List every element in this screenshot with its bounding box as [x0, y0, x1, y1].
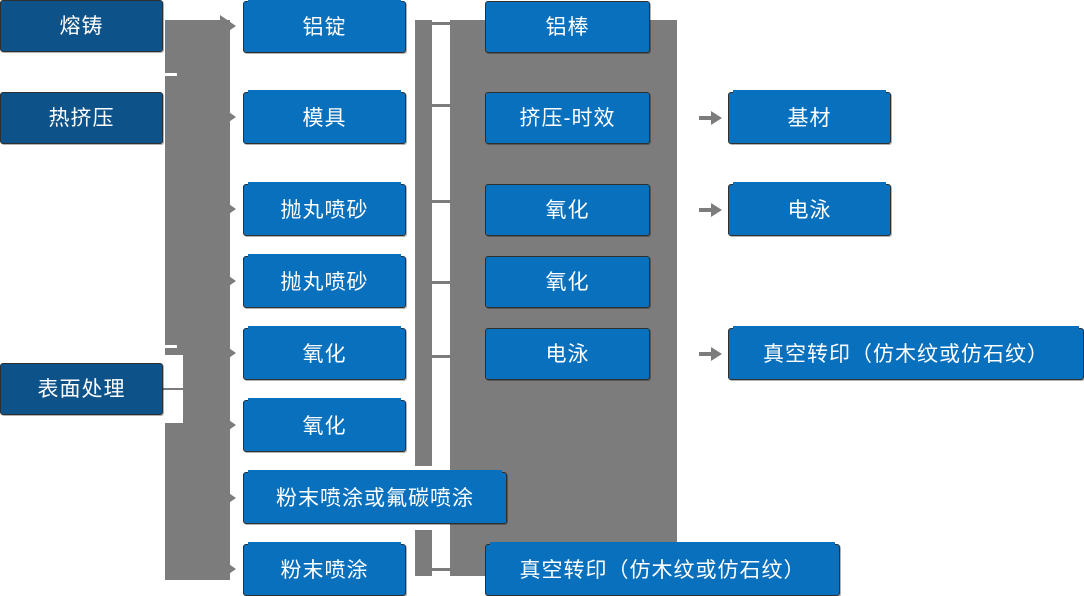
- arrow-to-c2-3: [220, 198, 236, 220]
- process-box-oxidation-c3-2[interactable]: 氧化: [485, 256, 650, 308]
- stub-connector-2: [432, 104, 451, 107]
- ribbon-collector-bar: [415, 20, 432, 576]
- ribbon-gap-b: [165, 345, 177, 348]
- stage-box-melting[interactable]: 熔铸: [0, 0, 163, 52]
- process-box-vacuum-transfer-printing-c4[interactable]: 真空转印（仿木纹或仿石纹）: [728, 326, 1084, 380]
- arrow-to-c4-2: [711, 203, 722, 217]
- process-label: 粉末喷涂: [280, 558, 369, 582]
- process-label: 铝锭: [302, 15, 347, 39]
- process-label: 氧化: [545, 270, 590, 294]
- process-box-shot-blasting-2[interactable]: 抛丸喷砂: [243, 254, 406, 308]
- process-label: 基材: [787, 106, 832, 130]
- stub-connector-1: [432, 22, 451, 25]
- process-box-electrophoresis-c4[interactable]: 电泳: [728, 182, 891, 236]
- connector-stage1-notch: [76, 52, 78, 80]
- process-box-oxidation-c3-1[interactable]: 氧化: [485, 184, 650, 236]
- process-box-aluminium-bar[interactable]: 铝棒: [485, 1, 650, 53]
- stage-box-surface-treatment[interactable]: 表面处理: [0, 363, 163, 415]
- process-box-powder-or-fluorocarbon-coating[interactable]: 粉末喷涂或氟碳喷涂: [243, 470, 507, 524]
- collector-gap-1: [415, 466, 432, 472]
- arrow-shaft-to-c4-2: [699, 208, 713, 212]
- process-box-vacuum-transfer-printing-c3[interactable]: 真空转印（仿木纹或仿石纹）: [485, 542, 840, 596]
- process-label: 铝棒: [545, 15, 590, 39]
- stub-connector-6: [432, 568, 451, 571]
- arrow-to-c2-4: [220, 270, 236, 292]
- process-label: 氧化: [545, 198, 590, 222]
- arrow-to-c2-7: [220, 487, 236, 509]
- process-label: 电泳: [787, 198, 832, 222]
- arrow-shaft-to-c4-3: [699, 352, 713, 356]
- connector-stage3-line: [163, 388, 185, 390]
- process-label: 抛丸喷砂: [280, 270, 369, 294]
- process-label: 真空转印（仿木纹或仿石纹）: [763, 342, 1049, 366]
- process-label: 电泳: [545, 342, 590, 366]
- process-box-base-material[interactable]: 基材: [728, 90, 891, 144]
- ribbon-left-trunk: [165, 20, 230, 580]
- stage-box-hot-extrusion[interactable]: 热挤压: [0, 92, 163, 144]
- arrow-to-c2-2: [220, 106, 236, 128]
- stage-label: 熔铸: [59, 14, 104, 38]
- process-label: 挤压-时效: [519, 106, 616, 130]
- collector-gap-2: [415, 524, 432, 530]
- stub-connector-4: [432, 281, 451, 284]
- arrow-to-c2-5: [220, 342, 236, 364]
- process-label: 模具: [302, 106, 347, 130]
- arrow-to-c2-1: [220, 15, 236, 37]
- arrow-shaft-to-c4-1: [699, 116, 713, 120]
- arrow-to-c4-3: [711, 347, 722, 361]
- process-label: 氧化: [302, 414, 347, 438]
- process-box-oxidation-c2-1[interactable]: 氧化: [243, 326, 406, 380]
- stage-label: 热挤压: [48, 106, 115, 130]
- process-box-mould[interactable]: 模具: [243, 90, 406, 144]
- stub-connector-3: [432, 200, 451, 203]
- arrow-to-c4-1: [711, 111, 722, 125]
- process-box-powder-coating[interactable]: 粉末喷涂: [243, 542, 406, 596]
- process-box-shot-blasting-1[interactable]: 抛丸喷砂: [243, 182, 406, 236]
- process-box-electrophoresis-c3[interactable]: 电泳: [485, 328, 650, 380]
- arrow-to-c2-6: [220, 414, 236, 436]
- process-box-aluminium-ingot[interactable]: 铝锭: [243, 0, 406, 53]
- process-box-oxidation-c2-2[interactable]: 氧化: [243, 398, 406, 452]
- process-label: 粉末喷涂或氟碳喷涂: [276, 486, 474, 510]
- process-label: 抛丸喷砂: [280, 198, 369, 222]
- stub-connector-5: [432, 355, 451, 358]
- stage-label: 表面处理: [37, 377, 126, 401]
- arrow-to-c2-8: [220, 558, 236, 580]
- process-label: 真空转印（仿木纹或仿石纹）: [519, 558, 806, 582]
- process-box-extrusion-aging[interactable]: 挤压-时效: [485, 92, 650, 144]
- ribbon-gap-a: [165, 73, 177, 76]
- process-label: 氧化: [302, 342, 347, 366]
